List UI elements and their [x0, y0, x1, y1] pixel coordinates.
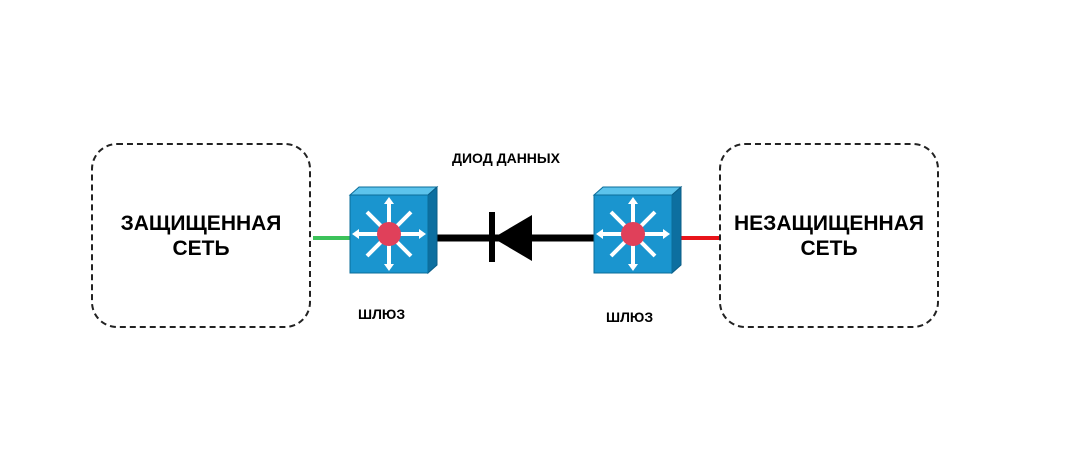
gateway-right-label: ШЛЮЗ — [606, 309, 654, 325]
diode-label: ДИОД ДАННЫХ — [452, 150, 560, 166]
gateway-left-switch-icon — [348, 185, 439, 275]
secure-network-label: ЗАЩИЩЕННАЯ — [120, 211, 282, 235]
insecure-network-label: НЕЗАЩИЩЕННАЯ — [734, 211, 924, 235]
insecure-network-label-2: СЕТЬ — [800, 236, 858, 260]
gateway-right-switch-icon — [592, 185, 683, 275]
secure-network-label-2: СЕТЬ — [172, 236, 230, 260]
diode-icon — [489, 212, 532, 262]
gateway-left-label: ШЛЮЗ — [358, 306, 406, 322]
